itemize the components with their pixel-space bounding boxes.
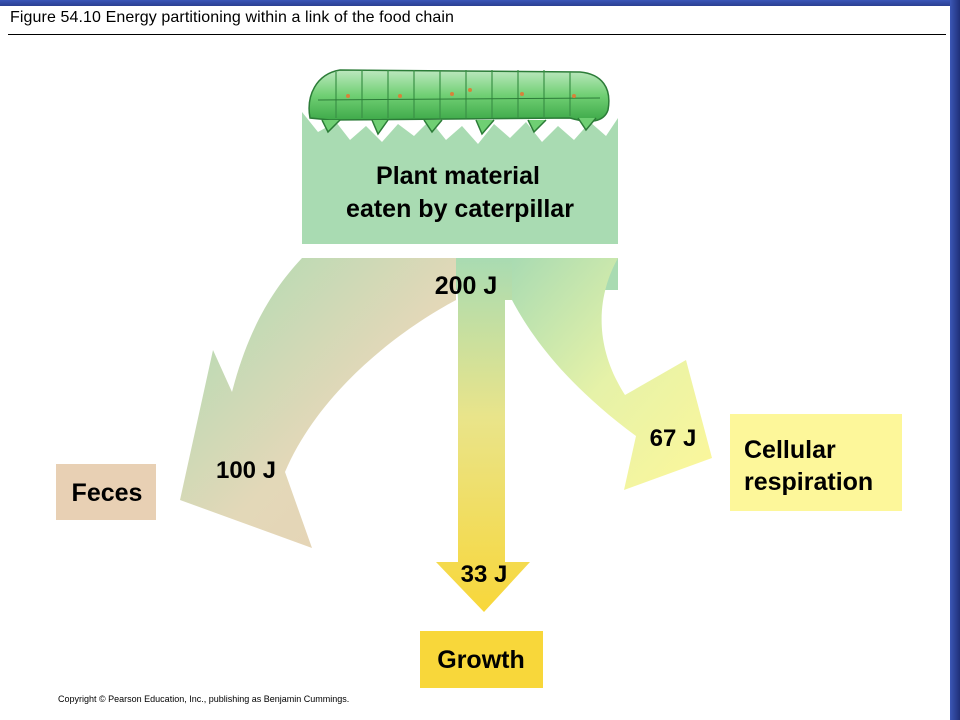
copyright-notice: Copyright © Pearson Education, Inc., pub… — [58, 694, 350, 704]
source-energy-label: 200 J — [435, 272, 498, 300]
title-rule — [8, 34, 946, 35]
caterpillar-illustration — [308, 69, 610, 136]
source-label-line2: eaten by caterpillar — [346, 195, 574, 223]
figure-title: Figure 54.10 Energy partitioning within … — [10, 9, 455, 26]
respiration-label-line1: Cellular — [744, 436, 836, 464]
respiration-box — [730, 414, 902, 511]
feces-label: Feces — [72, 479, 143, 507]
growth-energy-label: 33 J — [461, 561, 508, 588]
slide-right-border — [950, 0, 960, 720]
flow-arrow-respiration — [512, 258, 712, 490]
flow-arrow-feces — [180, 258, 456, 548]
feces-energy-label: 100 J — [216, 457, 276, 484]
feces-box — [56, 464, 156, 520]
respiration-energy-label: 67 J — [650, 425, 697, 452]
source-label-line1: Plant material — [376, 162, 540, 190]
growth-box — [420, 631, 543, 688]
flow-arrow-growth — [436, 258, 530, 612]
growth-label: Growth — [437, 646, 525, 674]
respiration-label-line2: respiration — [744, 468, 873, 496]
